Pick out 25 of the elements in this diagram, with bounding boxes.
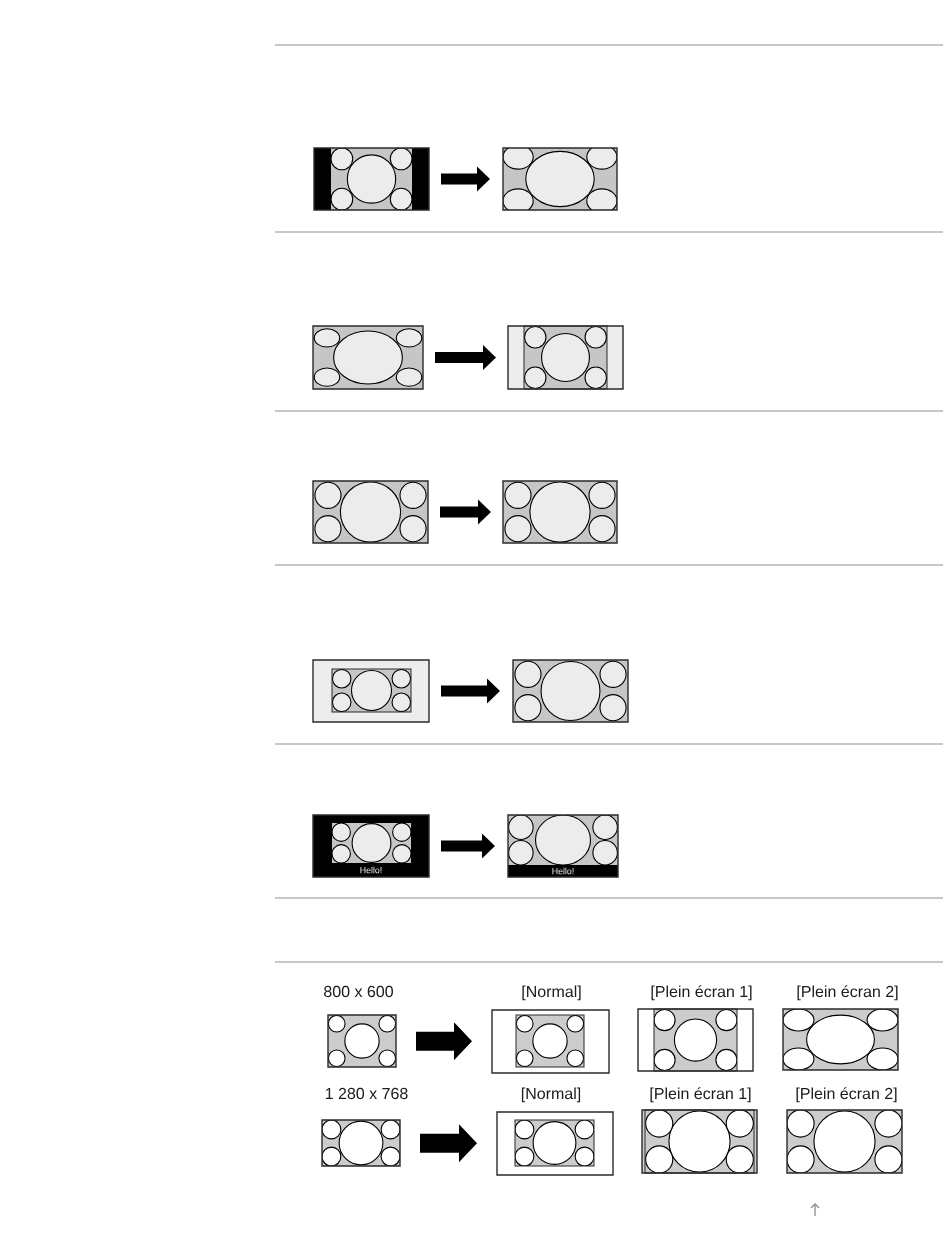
screen-illustration: [507, 325, 624, 390]
block-arrow: [441, 678, 500, 704]
picture-caption: [Normal]: [521, 1087, 581, 1103]
block-arrow: [435, 345, 496, 370]
picture-caption: [Plein écran 1]: [650, 1087, 751, 1103]
block-arrow: [441, 833, 495, 859]
block-arrow: [440, 499, 491, 525]
subtitle-text: Hello!: [552, 867, 574, 875]
block-arrow: [441, 166, 490, 192]
picture-caption: [Normal]: [522, 985, 581, 1001]
screen-illustration: [312, 659, 430, 723]
screen-illustration: [313, 147, 430, 211]
block-arrow: [416, 1022, 472, 1061]
subtitle-text: Hello!: [360, 866, 382, 874]
screen-illustration: [502, 147, 618, 211]
screen-illustration: [502, 480, 618, 544]
picture-caption: 800 x 600: [324, 985, 393, 998]
picture-caption: 1 280 x 768: [325, 1087, 408, 1100]
screen-illustration: [312, 480, 429, 544]
screen-illustration: [312, 325, 424, 390]
screen-illustration: [512, 659, 629, 723]
picture-caption: [Plein écran 2]: [796, 1087, 897, 1103]
picture-caption: [Plein écran 2]: [797, 985, 898, 1001]
picture-caption: [Plein écran 1]: [651, 985, 752, 1001]
block-arrow: [419, 1124, 477, 1163]
